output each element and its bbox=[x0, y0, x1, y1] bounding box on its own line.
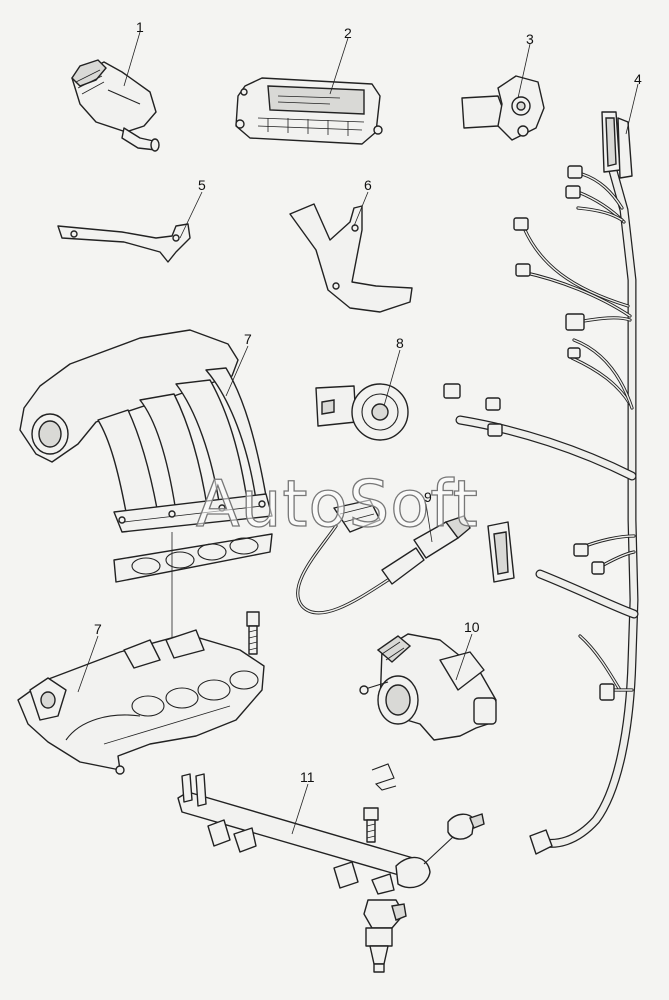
part-1-idle-valve bbox=[71, 59, 160, 152]
part-9-oxygen-sensor bbox=[296, 499, 471, 615]
part-5-bracket bbox=[57, 223, 191, 263]
fuel-injector bbox=[363, 899, 407, 973]
callout-labels: 1 2 3 4 5 6 7 8 9 10 7 11 bbox=[94, 19, 642, 785]
callout-1: 1 bbox=[136, 19, 144, 35]
part-8-knock-sensor bbox=[315, 383, 409, 441]
callout-10: 10 bbox=[464, 619, 480, 635]
part-10-throttle-body bbox=[359, 633, 497, 741]
part-2-ecu bbox=[235, 77, 383, 145]
part-4-wiring-harness bbox=[443, 111, 639, 855]
callout-5: 5 bbox=[198, 177, 206, 193]
rail-bolt bbox=[363, 807, 379, 843]
stud-bolt bbox=[246, 611, 260, 655]
callout-11: 11 bbox=[300, 769, 315, 785]
part-11-fuel-rail bbox=[177, 773, 485, 895]
callout-7-exhaust: 7 bbox=[94, 621, 102, 637]
callout-3: 3 bbox=[526, 31, 534, 47]
callout-8: 8 bbox=[396, 335, 404, 351]
callout-9: 9 bbox=[424, 489, 432, 505]
part-7-intake-manifold bbox=[19, 329, 273, 533]
callout-2: 2 bbox=[344, 25, 352, 41]
callout-7-intake: 7 bbox=[244, 331, 252, 347]
part-6-bracket bbox=[289, 203, 413, 313]
fuel-rail-clip bbox=[371, 763, 397, 791]
part-7-exhaust-manifold bbox=[17, 629, 265, 775]
callout-6: 6 bbox=[364, 177, 372, 193]
callout-4: 4 bbox=[634, 71, 642, 87]
watermark: AutoSoft bbox=[196, 468, 479, 542]
part-3-map-sensor bbox=[461, 75, 545, 141]
intake-gasket bbox=[113, 532, 273, 700]
leader-lines bbox=[77, 31, 639, 835]
